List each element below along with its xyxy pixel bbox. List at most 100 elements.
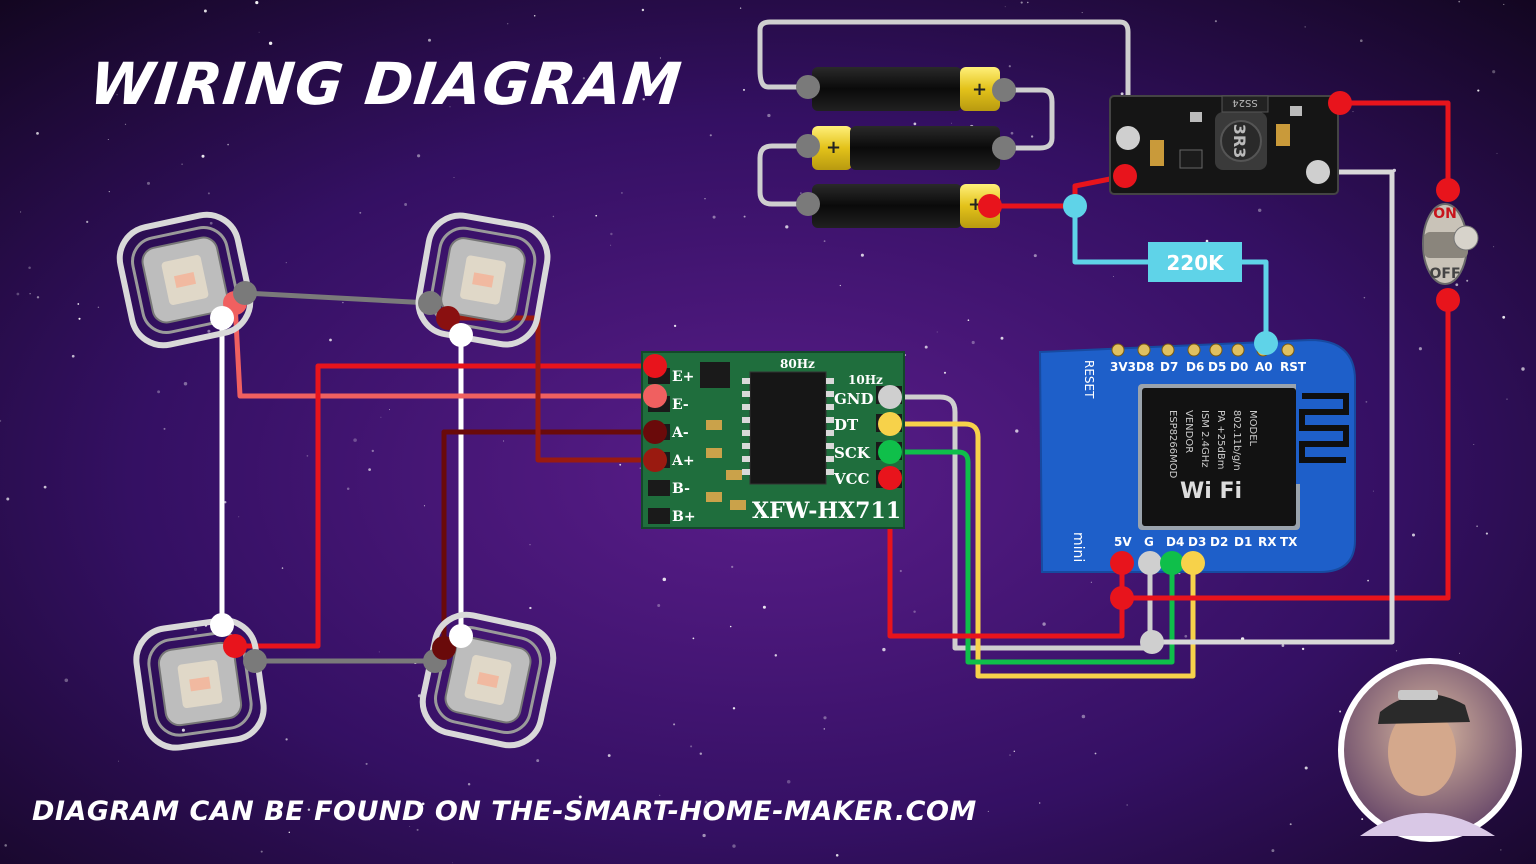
star xyxy=(739,7,742,9)
star xyxy=(1458,652,1461,654)
star xyxy=(1473,444,1475,445)
star xyxy=(1081,714,1086,719)
star xyxy=(823,728,826,730)
star xyxy=(64,678,69,683)
star xyxy=(453,177,455,178)
connector-dot xyxy=(796,192,820,216)
wire-batt-right-loop xyxy=(1001,87,1055,151)
star xyxy=(529,544,531,546)
star xyxy=(108,190,110,193)
star xyxy=(71,354,75,358)
reset-label: RESET xyxy=(1082,360,1096,399)
star xyxy=(285,262,287,264)
hx711-freq2: 10Hz xyxy=(848,373,883,387)
connector-dot xyxy=(418,291,442,315)
star xyxy=(1257,208,1262,213)
wire-gnd xyxy=(887,394,1153,651)
d1-pin-label-top: D6 xyxy=(1186,360,1204,374)
wifi-logo: Wi Fi xyxy=(1180,479,1242,504)
star xyxy=(201,154,205,158)
d1-pin-label-top: 3V3 xyxy=(1110,360,1136,374)
connector-dot xyxy=(878,466,902,490)
connector-dot xyxy=(1436,178,1460,202)
load-cell-bottom-left xyxy=(133,617,267,751)
battery-2: + xyxy=(812,126,1000,170)
wire-conv-gnd xyxy=(1149,169,1395,645)
connector-dot xyxy=(878,412,902,436)
star xyxy=(762,605,766,609)
ic-leg xyxy=(742,404,750,410)
star xyxy=(207,329,211,333)
star xyxy=(1020,1,1023,4)
star xyxy=(702,833,706,838)
ic-leg xyxy=(742,456,750,462)
star xyxy=(1367,579,1369,582)
star xyxy=(712,215,716,219)
star xyxy=(20,211,22,213)
connector-dot xyxy=(1110,551,1134,575)
hx711-board-label: XFW-HX711 xyxy=(752,498,901,524)
connector-dot xyxy=(643,384,667,408)
connector-dot xyxy=(992,136,1016,160)
star xyxy=(1015,429,1019,433)
connector-dot xyxy=(1110,586,1134,610)
hx711-pin-label-left: E+ xyxy=(672,369,694,385)
resistor-label: 220K xyxy=(1166,251,1225,275)
module-text-line: MODEL xyxy=(1247,410,1258,447)
star xyxy=(449,106,451,108)
connector-dot xyxy=(243,649,267,673)
ic-leg xyxy=(742,378,750,384)
star xyxy=(97,306,100,309)
battery-1-plus: + xyxy=(972,79,987,100)
star xyxy=(1458,0,1461,3)
star xyxy=(924,345,928,349)
star xyxy=(1492,70,1496,74)
star xyxy=(1004,6,1006,8)
connector-dot xyxy=(1160,551,1184,575)
star xyxy=(1506,398,1508,400)
star xyxy=(810,814,812,816)
star xyxy=(78,317,81,320)
star xyxy=(1301,647,1305,651)
d1-pin-label-top: RST xyxy=(1280,360,1307,374)
hx711-pin-label-left: A+ xyxy=(671,453,695,469)
star xyxy=(943,371,947,374)
wire-batt-top-loop xyxy=(757,19,1131,141)
header-pin xyxy=(648,508,670,524)
star xyxy=(1008,65,1011,68)
star xyxy=(258,31,260,33)
connector-dot xyxy=(643,448,667,472)
star xyxy=(404,203,408,206)
battery-1: + xyxy=(812,67,1000,111)
connector-dot xyxy=(449,323,473,347)
pin-hole xyxy=(1209,343,1223,357)
star xyxy=(417,154,421,158)
d1-pin-label-bottom: G xyxy=(1144,535,1154,549)
star xyxy=(1361,818,1364,821)
star xyxy=(657,604,661,607)
star xyxy=(1496,152,1498,155)
star xyxy=(1271,849,1275,853)
ic-leg xyxy=(742,469,750,475)
star xyxy=(1030,135,1034,138)
star xyxy=(1418,347,1422,351)
wire-e-plus xyxy=(232,363,658,649)
star xyxy=(281,567,284,569)
star xyxy=(704,800,708,804)
d1-pin-label-bottom: TX xyxy=(1280,535,1298,549)
ic-leg xyxy=(742,417,750,423)
star xyxy=(260,850,263,853)
star xyxy=(1000,336,1004,340)
star xyxy=(860,253,864,257)
star xyxy=(1363,296,1366,299)
star xyxy=(268,41,273,46)
connector-dot xyxy=(1140,630,1164,654)
module-text-line: ISM 2.4GHz xyxy=(1199,410,1210,468)
star xyxy=(743,215,746,218)
star xyxy=(673,324,677,328)
star xyxy=(1009,754,1011,756)
load-cell-top-right xyxy=(415,212,551,348)
star xyxy=(835,854,839,857)
star xyxy=(306,455,309,457)
